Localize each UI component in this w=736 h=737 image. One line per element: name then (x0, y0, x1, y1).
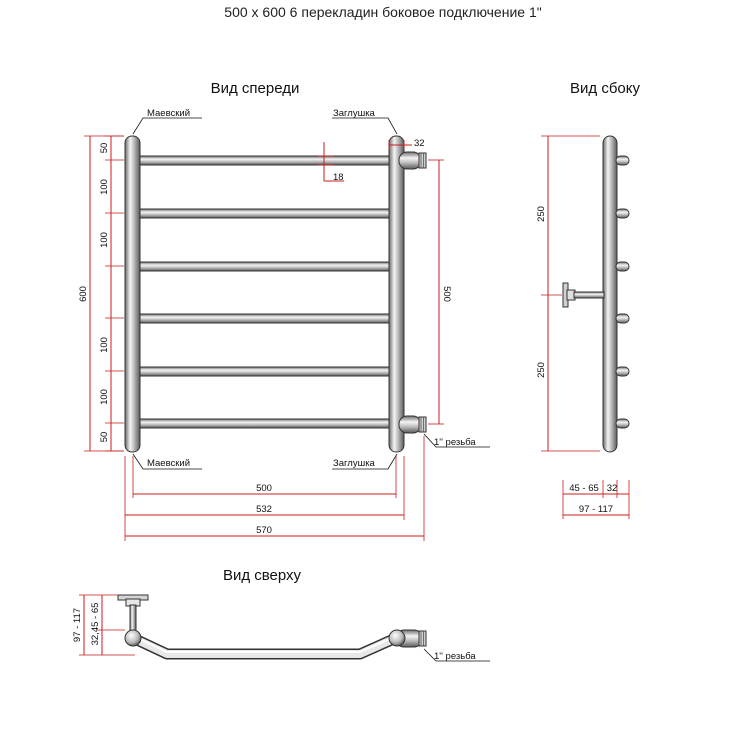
rung-4 (134, 313, 394, 324)
side-view: 250 250 45 - 65 32 97 - 117 (536, 135, 630, 519)
label-thread-top: 1'' резьба (434, 651, 476, 662)
dim-500: 500 (256, 483, 272, 494)
dim-side-45-65: 45 - 65 (569, 483, 599, 494)
front-view-heading: Вид спереди (211, 80, 300, 97)
front-view: Маевский Заглушка Маевский Заглушка 1'' … (78, 108, 490, 541)
right-upright (388, 135, 405, 453)
connector-bottom (398, 415, 427, 434)
dim-18: 18 (333, 172, 344, 183)
label-mayevsky-top: Маевский (147, 108, 190, 119)
connector-top (398, 151, 427, 170)
top-view-heading: Вид сверху (223, 567, 302, 584)
label-mayevsky-bottom: Маевский (147, 458, 190, 469)
rungs (134, 155, 394, 429)
top-view: 1'' резьба 97 - 117 32,45 - 65 (72, 594, 490, 662)
left-upright (124, 135, 141, 453)
dim-32: 32 (414, 138, 425, 149)
side-upright (602, 135, 618, 453)
label-plug-bottom: Заглушка (333, 458, 376, 469)
leader-plug-bottom (332, 453, 398, 470)
top-wall-bracket (117, 594, 149, 634)
dim-side-97-117: 97 - 117 (579, 504, 613, 515)
leader-mayevsky-bottom (132, 453, 202, 470)
dim-250-bottom: 250 (536, 362, 547, 378)
side-rung-stubs (615, 155, 630, 429)
rung-6 (134, 418, 394, 429)
top-right-upright (388, 629, 406, 647)
side-wall-bracket (562, 282, 605, 308)
dim-100-2: 100 (99, 232, 110, 248)
rung-5 (134, 366, 394, 377)
label-thread-front: 1'' резьба (434, 437, 476, 448)
dim-100-4: 100 (99, 389, 110, 405)
leader-thread-front (423, 433, 490, 448)
rung-1 (134, 155, 394, 166)
dim-50-bottom: 50 (99, 432, 110, 443)
dim-600: 600 (78, 286, 89, 302)
dim-532: 532 (256, 504, 272, 515)
side-view-heading: Вид сбоку (570, 80, 640, 97)
top-rung (129, 634, 400, 658)
dim-50-top: 50 (99, 143, 110, 154)
top-left-upright (124, 629, 142, 647)
drawing-title: 500 x 600 6 перекладин боковое подключен… (224, 4, 541, 20)
leader-thread-top (423, 648, 490, 662)
dim-100-1: 100 (99, 179, 110, 195)
rung-2 (134, 208, 394, 219)
dim-570: 570 (256, 525, 272, 536)
dim-top-97-117: 97 - 117 (72, 608, 83, 642)
dim-100-3: 100 (99, 337, 110, 353)
leader-plug-top (332, 117, 398, 135)
rung-3 (134, 261, 394, 272)
dim-side-32: 32 (607, 483, 618, 494)
dim-500-vertical: 500 (441, 286, 452, 302)
label-plug-top: Заглушка (333, 108, 376, 119)
dim-250-top: 250 (536, 206, 547, 222)
leader-mayevsky-top (132, 117, 202, 135)
dim-top-32-45-65: 32,45 - 65 (90, 603, 101, 646)
